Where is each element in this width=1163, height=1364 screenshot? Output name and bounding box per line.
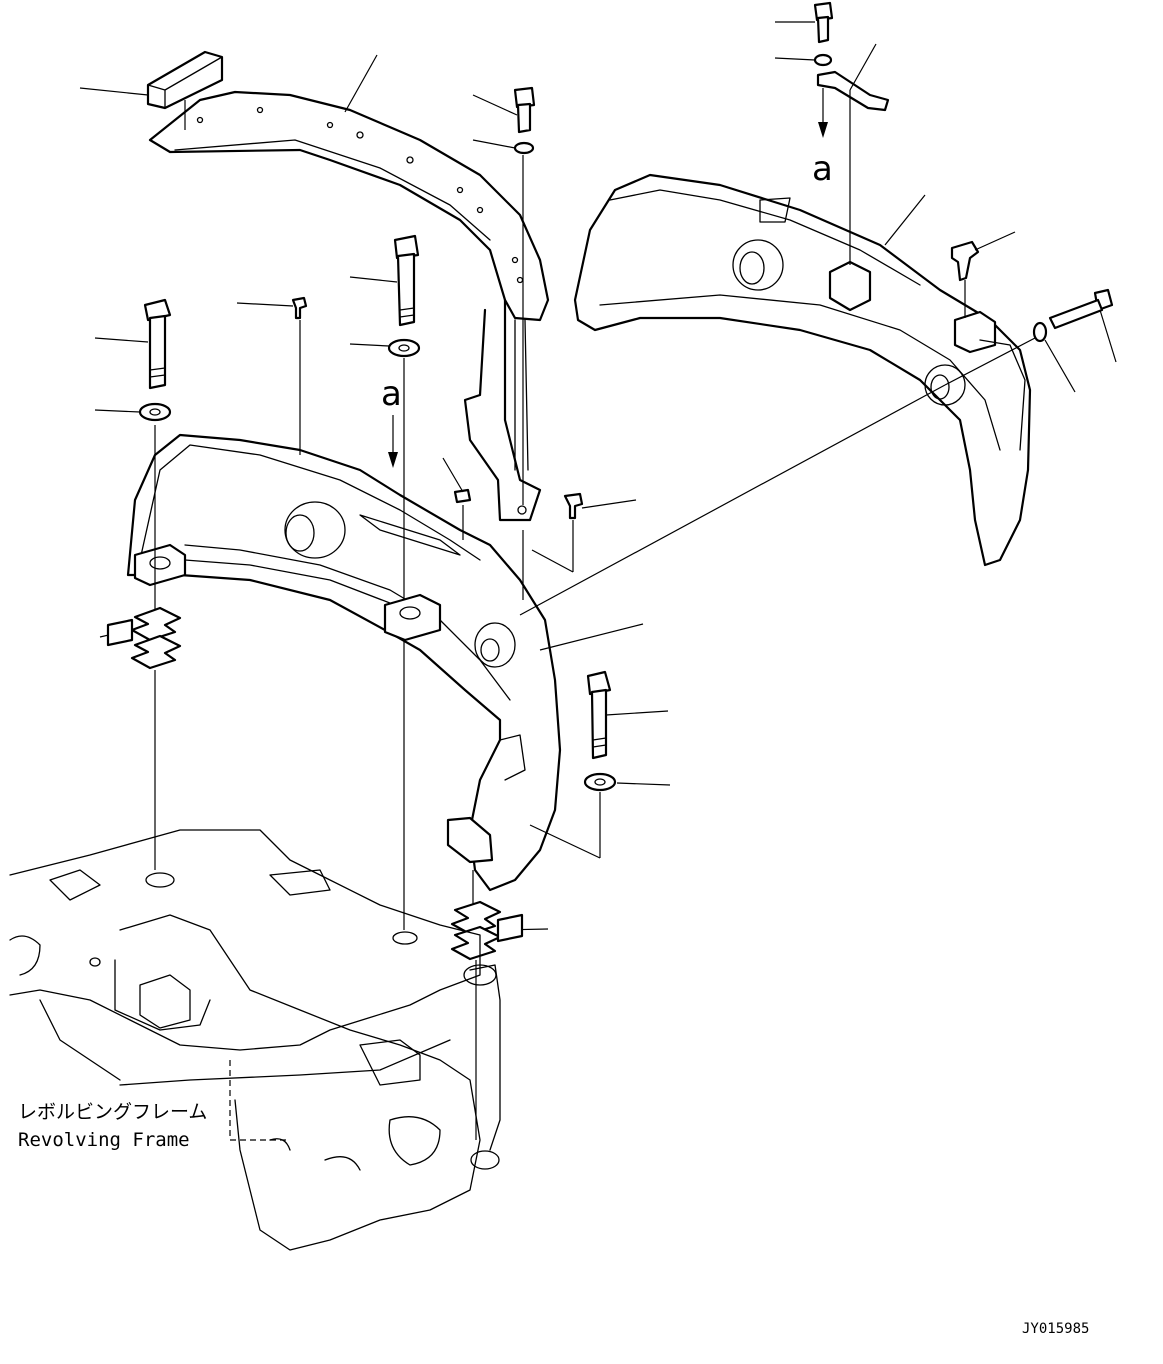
washer-right-side — [1032, 321, 1048, 343]
ref-label-a-top: a — [812, 149, 833, 189]
revolving-frame — [9, 829, 501, 1251]
bolt-left — [143, 298, 172, 390]
washer-top-right — [813, 53, 833, 67]
rivet-right-lower — [563, 492, 584, 520]
rubber-pad — [146, 50, 224, 110]
bolt-right-side — [1048, 288, 1114, 330]
shim-right — [450, 900, 502, 961]
washer-top-center — [513, 141, 535, 155]
washer-left — [138, 402, 172, 422]
ref-label-a-mid: a — [381, 374, 402, 414]
arrow-a-mid — [388, 415, 398, 468]
counterweight-bracket — [148, 90, 550, 522]
bolt-top-center — [513, 86, 536, 134]
counterweight-rear — [573, 173, 1032, 567]
rivet-right — [950, 240, 980, 282]
drawing-code: JY015985 — [1022, 1321, 1089, 1337]
shim-left — [130, 606, 182, 670]
bolt-center — [393, 234, 420, 327]
frame-label-en: Revolving Frame — [18, 1129, 190, 1151]
rivet-center — [291, 296, 308, 320]
washer-center — [387, 338, 421, 358]
arrow-a-top — [818, 88, 828, 138]
clip-plate — [816, 70, 890, 112]
plug — [453, 488, 472, 504]
assembly-centerlines — [154, 155, 1036, 1140]
frame-label-jp: レボルビングフレーム — [18, 1101, 207, 1123]
bolt-top-right — [813, 1, 834, 44]
counterweight-front — [126, 433, 562, 892]
washer-lower-right — [583, 772, 617, 792]
bolt-lower-right — [586, 670, 612, 760]
leader-lines — [79, 21, 1117, 943]
